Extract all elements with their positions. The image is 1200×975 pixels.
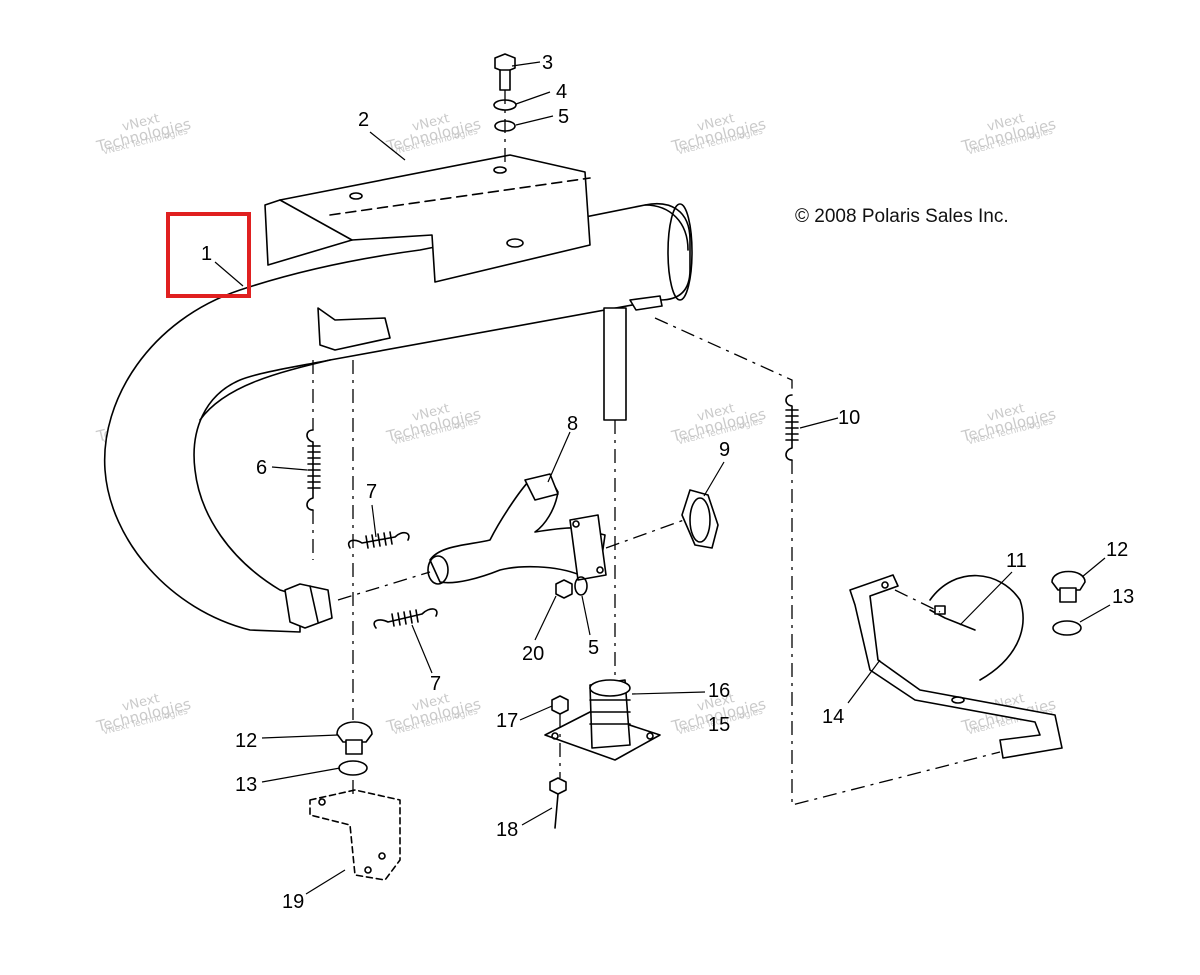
callout-19: 19 xyxy=(282,891,304,913)
spring-part-10 xyxy=(785,394,799,461)
callout-13b: 13 xyxy=(235,774,257,796)
leader-lines xyxy=(214,61,1111,895)
highlight-box xyxy=(166,212,251,298)
callout-9: 9 xyxy=(719,439,730,461)
callout-5b: 5 xyxy=(588,637,599,659)
bracket-part-19 xyxy=(309,789,401,881)
callout-12: 12 xyxy=(1106,539,1128,561)
callout-13: 13 xyxy=(1112,586,1134,608)
muffler-part-1 xyxy=(103,203,693,633)
heat-shield-part-2 xyxy=(264,154,591,283)
callout-17: 17 xyxy=(496,710,518,732)
callout-12b: 12 xyxy=(235,730,257,752)
bracket-part-14 xyxy=(849,574,1063,759)
callout-15: 15 xyxy=(708,714,730,736)
copyright-notice: © 2008 Polaris Sales Inc. xyxy=(795,206,1009,227)
callout-3: 3 xyxy=(542,52,553,74)
mount-part-16 xyxy=(544,679,661,761)
fastener-part-11 xyxy=(929,605,976,631)
head-pipe-part-8 xyxy=(427,473,607,585)
callout-14: 14 xyxy=(822,706,844,728)
callout-10: 10 xyxy=(838,407,860,429)
nut-part-20 xyxy=(555,579,573,599)
bumper-part-12-left xyxy=(336,721,373,755)
spring-part-7-lower xyxy=(373,608,438,629)
callout-labels: 1 2 3 4 5 6 7 8 9 10 11 12 13 14 15 16 1… xyxy=(201,52,1134,913)
callout-6: 6 xyxy=(256,457,267,479)
washer-part-13-right xyxy=(1052,620,1082,636)
assembly-lines xyxy=(312,317,1001,806)
callout-8: 8 xyxy=(567,413,578,435)
spring-part-7-upper xyxy=(347,531,410,549)
callout-1: 1 xyxy=(201,243,212,265)
spring-part-6 xyxy=(306,429,321,511)
washer-part-13-left xyxy=(338,760,368,776)
fastener-part-17 xyxy=(551,695,569,715)
callout-20: 20 xyxy=(522,643,544,665)
callout-5: 5 xyxy=(558,106,569,128)
callout-2: 2 xyxy=(358,109,369,131)
callout-4: 4 xyxy=(556,81,567,103)
callout-7b: 7 xyxy=(430,673,441,695)
callout-11: 11 xyxy=(1006,550,1027,572)
bumper-part-12-right xyxy=(1051,570,1086,603)
callout-7: 7 xyxy=(366,481,377,503)
screw-part-18 xyxy=(549,777,567,829)
bolt-part-3 xyxy=(494,53,516,91)
gasket-part-9 xyxy=(681,489,719,549)
washer-part-5b xyxy=(574,576,588,596)
callout-16: 16 xyxy=(708,680,730,702)
callout-18: 18 xyxy=(496,819,518,841)
